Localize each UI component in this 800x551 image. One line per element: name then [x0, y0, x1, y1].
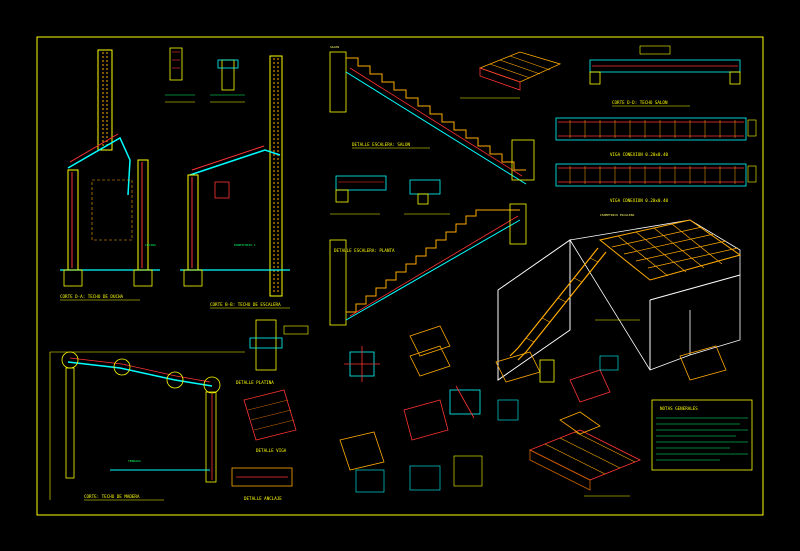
iso-slab-detail — [460, 51, 562, 99]
notas-title: NOTAS GENERALES — [660, 406, 698, 411]
stair-2: DETALLE ESCALERA: PLANTA — [329, 203, 527, 326]
beam-1: VIGA CONEXION 0.20x0.40 — [555, 117, 757, 157]
sheet-border — [36, 36, 764, 516]
corte-b-title: CORTE B-B: TECHO DE ESCALERA — [210, 302, 281, 307]
stair-step-details — [330, 175, 450, 215]
detail-platina: DETALLE PLATINA — [236, 319, 309, 385]
cocina-label: COCINA — [145, 243, 156, 247]
iso-brick-wall — [529, 411, 641, 497]
viga-2-title: VIGA CONEXION 0.20x0.40 — [610, 198, 668, 203]
corte-mamposteria-title: CORTE: TECHO DE MADERA — [84, 494, 140, 499]
section-corte-a: COCINA CORTE D-A: TECHO DE DUCHA — [60, 49, 160, 301]
stair-salon: SALON DETALLE ESCALERA: SALON — [329, 45, 535, 185]
notes-box: NOTAS GENERALES — [651, 399, 753, 471]
detail-anclaje: DETALLE ANCLAJE — [231, 467, 293, 501]
beam-2: VIGA CONEXION 0.20x0.40 — [555, 163, 757, 203]
detalle-viga-title: DETALLE VIGA — [256, 448, 287, 453]
section-corte-b: DORMITORIO 1 CORTE B-B: TECHO DE ESCALER… — [180, 55, 290, 309]
detalle-platina-title: DETALLE PLATINA — [236, 380, 274, 385]
viga-1-title: VIGA CONEXION 0.20x0.40 — [610, 152, 668, 157]
detalle-anclaje-title: DETALLE ANCLAJE — [244, 496, 282, 501]
salon-label: SALON — [330, 45, 339, 49]
techo-salon-section: CORTE D-D: TECHO SALON — [589, 45, 741, 107]
corte-a-title: CORTE D-A: TECHO DE DUCHA — [60, 294, 124, 299]
small-details — [339, 325, 727, 493]
dormitorio-label: DORMITORIO 1 — [234, 243, 256, 247]
escalera-salon-title: DETALLE ESCALERA: SALON — [352, 142, 410, 147]
terraza-label: TERRAZA — [128, 459, 141, 463]
roof-section: TERRAZA CORTE: TECHO DE MADERA — [49, 351, 245, 501]
isometrico-title: ISOMETRICO ESCALERA — [600, 213, 635, 217]
detail-brick-wall: DETALLE VIGA — [243, 389, 297, 453]
techo-salon-title: CORTE D-D: TECHO SALON — [612, 100, 668, 105]
escalera-2-title: DETALLE ESCALERA: PLANTA — [334, 248, 395, 253]
isometric-room: ISOMETRICO ESCALERA — [497, 213, 742, 381]
column-details — [165, 47, 245, 103]
